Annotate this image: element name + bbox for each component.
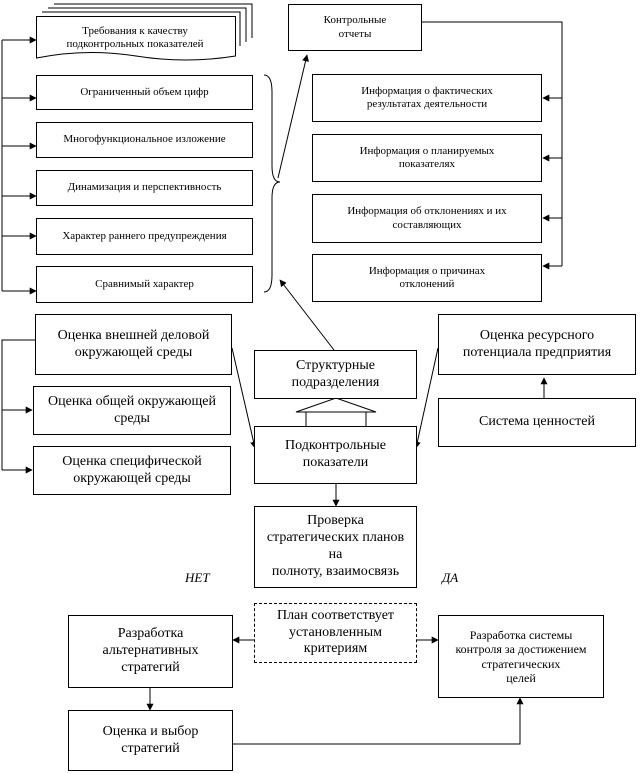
requirement-text: Характер раннего предупреждения [62, 229, 227, 242]
strategy-choice-text: Оценка и выбор стратегий [102, 723, 199, 756]
env-text: Оценка внешней деловой окружающей среды [57, 327, 210, 360]
structural-units-text: Структурные подразделения [291, 357, 380, 390]
alternative-strategies-box: Разработка альтернативных стратегий [68, 615, 233, 688]
requirements-title-box: Требования к качеству подконтрольных пок… [36, 16, 234, 60]
report-info-text: Информация о фактических результатах дея… [361, 84, 493, 110]
yes-label: ДА [442, 570, 459, 585]
report-actual-results: Информация о фактических результатах дея… [312, 74, 542, 122]
requirements-title-frame [36, 16, 236, 61]
plan-criteria-box: План соответствует установленным критери… [254, 603, 417, 663]
requirement-comparable: Сравнимый характер [36, 266, 253, 303]
plan-check-text: Проверка стратегических планов на полнот… [266, 513, 405, 579]
requirement-text: Многофункциональное изложение [63, 133, 226, 146]
requirement-early-warning: Характер раннего предупреждения [36, 218, 253, 255]
resource-potential-box: Оценка ресурсного потенциала предприятия [438, 314, 636, 375]
controlled-indicators-box: Подконтрольные показатели [254, 426, 417, 484]
structural-units-box: Структурные подразделения [254, 350, 417, 399]
requirement-text: Ограниченный объем цифр [80, 85, 209, 98]
report-info-text: Информация об отклонениях и их составляю… [347, 205, 507, 231]
no-label: НЕТ [185, 570, 210, 585]
requirement-dynamism: Динамизация и перспективность [36, 170, 253, 206]
value-system-text: Система ценностей [479, 414, 595, 430]
value-system-box: Система ценностей [438, 398, 636, 447]
env-specific: Оценка специфической окружающей среды [33, 446, 231, 495]
report-planned-indicators: Информация о планируемых показателях [312, 134, 542, 182]
requirement-multifunctional: Многофункциональное изложение [36, 122, 253, 158]
control-reports-box: Контрольные отчеты [288, 4, 422, 51]
env-general: Оценка общей окружающей среды [33, 386, 231, 435]
report-deviation-causes: Информация о причинах отклонений [312, 254, 542, 302]
env-text: Оценка специфической окружающей среды [62, 453, 202, 486]
strategy-choice-box: Оценка и выбор стратегий [68, 710, 233, 771]
plan-check-box: Проверка стратегических планов на полнот… [254, 506, 417, 588]
env-text: Оценка общей окружающей среды [48, 393, 216, 426]
requirement-text: Динамизация и перспективность [67, 181, 222, 194]
env-business: Оценка внешней деловой окружающей среды [35, 314, 232, 375]
controlled-indicators-text: Подконтрольные показатели [284, 438, 386, 470]
resource-potential-text: Оценка ресурсного потенциала предприятия [462, 327, 612, 360]
plan-criteria-text: План соответствует установленным критери… [276, 607, 395, 657]
control-system-text: Разработка системы контроля за достижени… [455, 627, 587, 685]
control-system-box: Разработка системы контроля за достижени… [438, 615, 604, 698]
requirement-text: Сравнимый характер [95, 277, 194, 290]
curly-brace [263, 74, 281, 293]
alternative-strategies-text: Разработка альтернативных стратегий [102, 626, 199, 675]
control-reports-text: Контрольные отчеты [323, 14, 387, 40]
requirements-title-text: Требования к качеству подконтрольных пок… [66, 24, 204, 50]
report-info-text: Информация о планируемых показателях [359, 144, 495, 170]
report-info-text: Информация о причинах отклонений [368, 264, 486, 290]
requirement-limited-figures: Ограниченный объем цифр [36, 75, 253, 110]
report-deviations: Информация об отклонениях и их составляю… [312, 194, 542, 243]
